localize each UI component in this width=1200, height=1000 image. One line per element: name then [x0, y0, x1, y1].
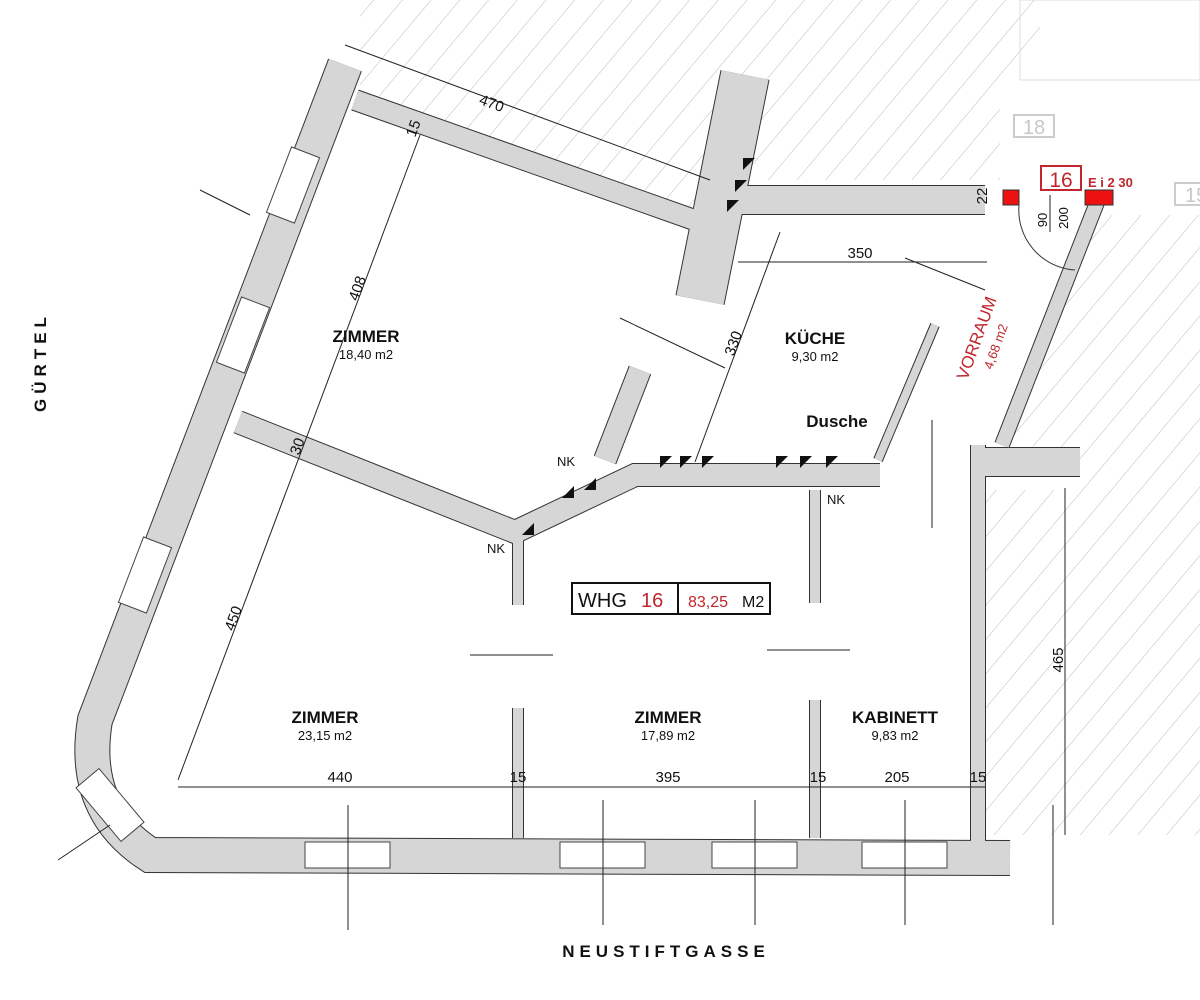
- dim-top-wall-thickness: 15: [403, 118, 425, 139]
- dim-right-depth: 465: [1050, 647, 1067, 672]
- room-area: 18,40 m2: [339, 347, 393, 362]
- nk-label: NK: [827, 492, 845, 507]
- neighbor-unit-15: 15: [1185, 185, 1200, 207]
- entrance-unit-box: [1040, 165, 1082, 191]
- dim-bottom: 15: [970, 769, 987, 786]
- dim-bottom: 205: [884, 769, 909, 786]
- fire-door-jamb: [1084, 189, 1114, 206]
- unit-label: WHG: [578, 590, 627, 612]
- room-name: Dusche: [806, 412, 867, 431]
- dimension-lines: [57, 44, 1066, 930]
- window: [75, 767, 145, 843]
- dim-inner-wall: 30: [287, 436, 309, 457]
- room-area: 17,89 m2: [641, 728, 695, 743]
- neighbor-unit-18: 18: [1023, 117, 1045, 139]
- room-name: ZIMMER: [634, 708, 701, 727]
- street-left: GÜRTEL: [31, 312, 50, 412]
- room-area: 9,30 m2: [792, 349, 839, 364]
- room-area: 9,83 m2: [872, 728, 919, 743]
- neighbor-area-top: [360, 0, 1040, 225]
- dim-entry-wall: 22: [974, 188, 991, 205]
- door-width: 90: [1035, 213, 1050, 227]
- street-bottom: NEUSTIFTGASSE: [562, 942, 770, 961]
- dim-bottom: 395: [655, 769, 680, 786]
- neighbor-area-right: [985, 215, 1200, 835]
- nk-label: NK: [557, 454, 575, 469]
- dim-bottom: 15: [510, 769, 527, 786]
- neighbor-unit-box: [1013, 114, 1055, 138]
- door-swing: [1018, 204, 1076, 271]
- room-area: 23,15 m2: [298, 728, 352, 743]
- neighbor-building-top-right: [1019, 0, 1200, 81]
- dim-bottom: 15: [810, 769, 827, 786]
- window: [265, 146, 321, 224]
- unit-area: 83,25: [688, 594, 728, 611]
- room-name: ZIMMER: [291, 708, 358, 727]
- window: [117, 536, 173, 614]
- entrance-unit-number: 16: [1049, 169, 1072, 192]
- unit-number: 16: [641, 590, 663, 612]
- walls: [74, 58, 1114, 876]
- room-name: KÜCHE: [785, 329, 845, 348]
- window: [215, 296, 271, 374]
- dim-kitchen-width: 350: [847, 245, 872, 262]
- unit-area-unit: M2: [742, 594, 764, 611]
- dim-bottom: 440: [327, 769, 352, 786]
- room-name: KABINETT: [852, 708, 939, 727]
- room-name: ZIMMER: [332, 327, 399, 346]
- nk-label: NK: [487, 541, 505, 556]
- entrance-code: E i 2 30: [1088, 175, 1133, 190]
- fire-door-jamb: [1002, 189, 1020, 206]
- neighbor-unit-box: [1174, 182, 1200, 206]
- door-height: 200: [1056, 207, 1071, 229]
- unit-summary-box: WHG 16 83,25 M2: [571, 582, 771, 615]
